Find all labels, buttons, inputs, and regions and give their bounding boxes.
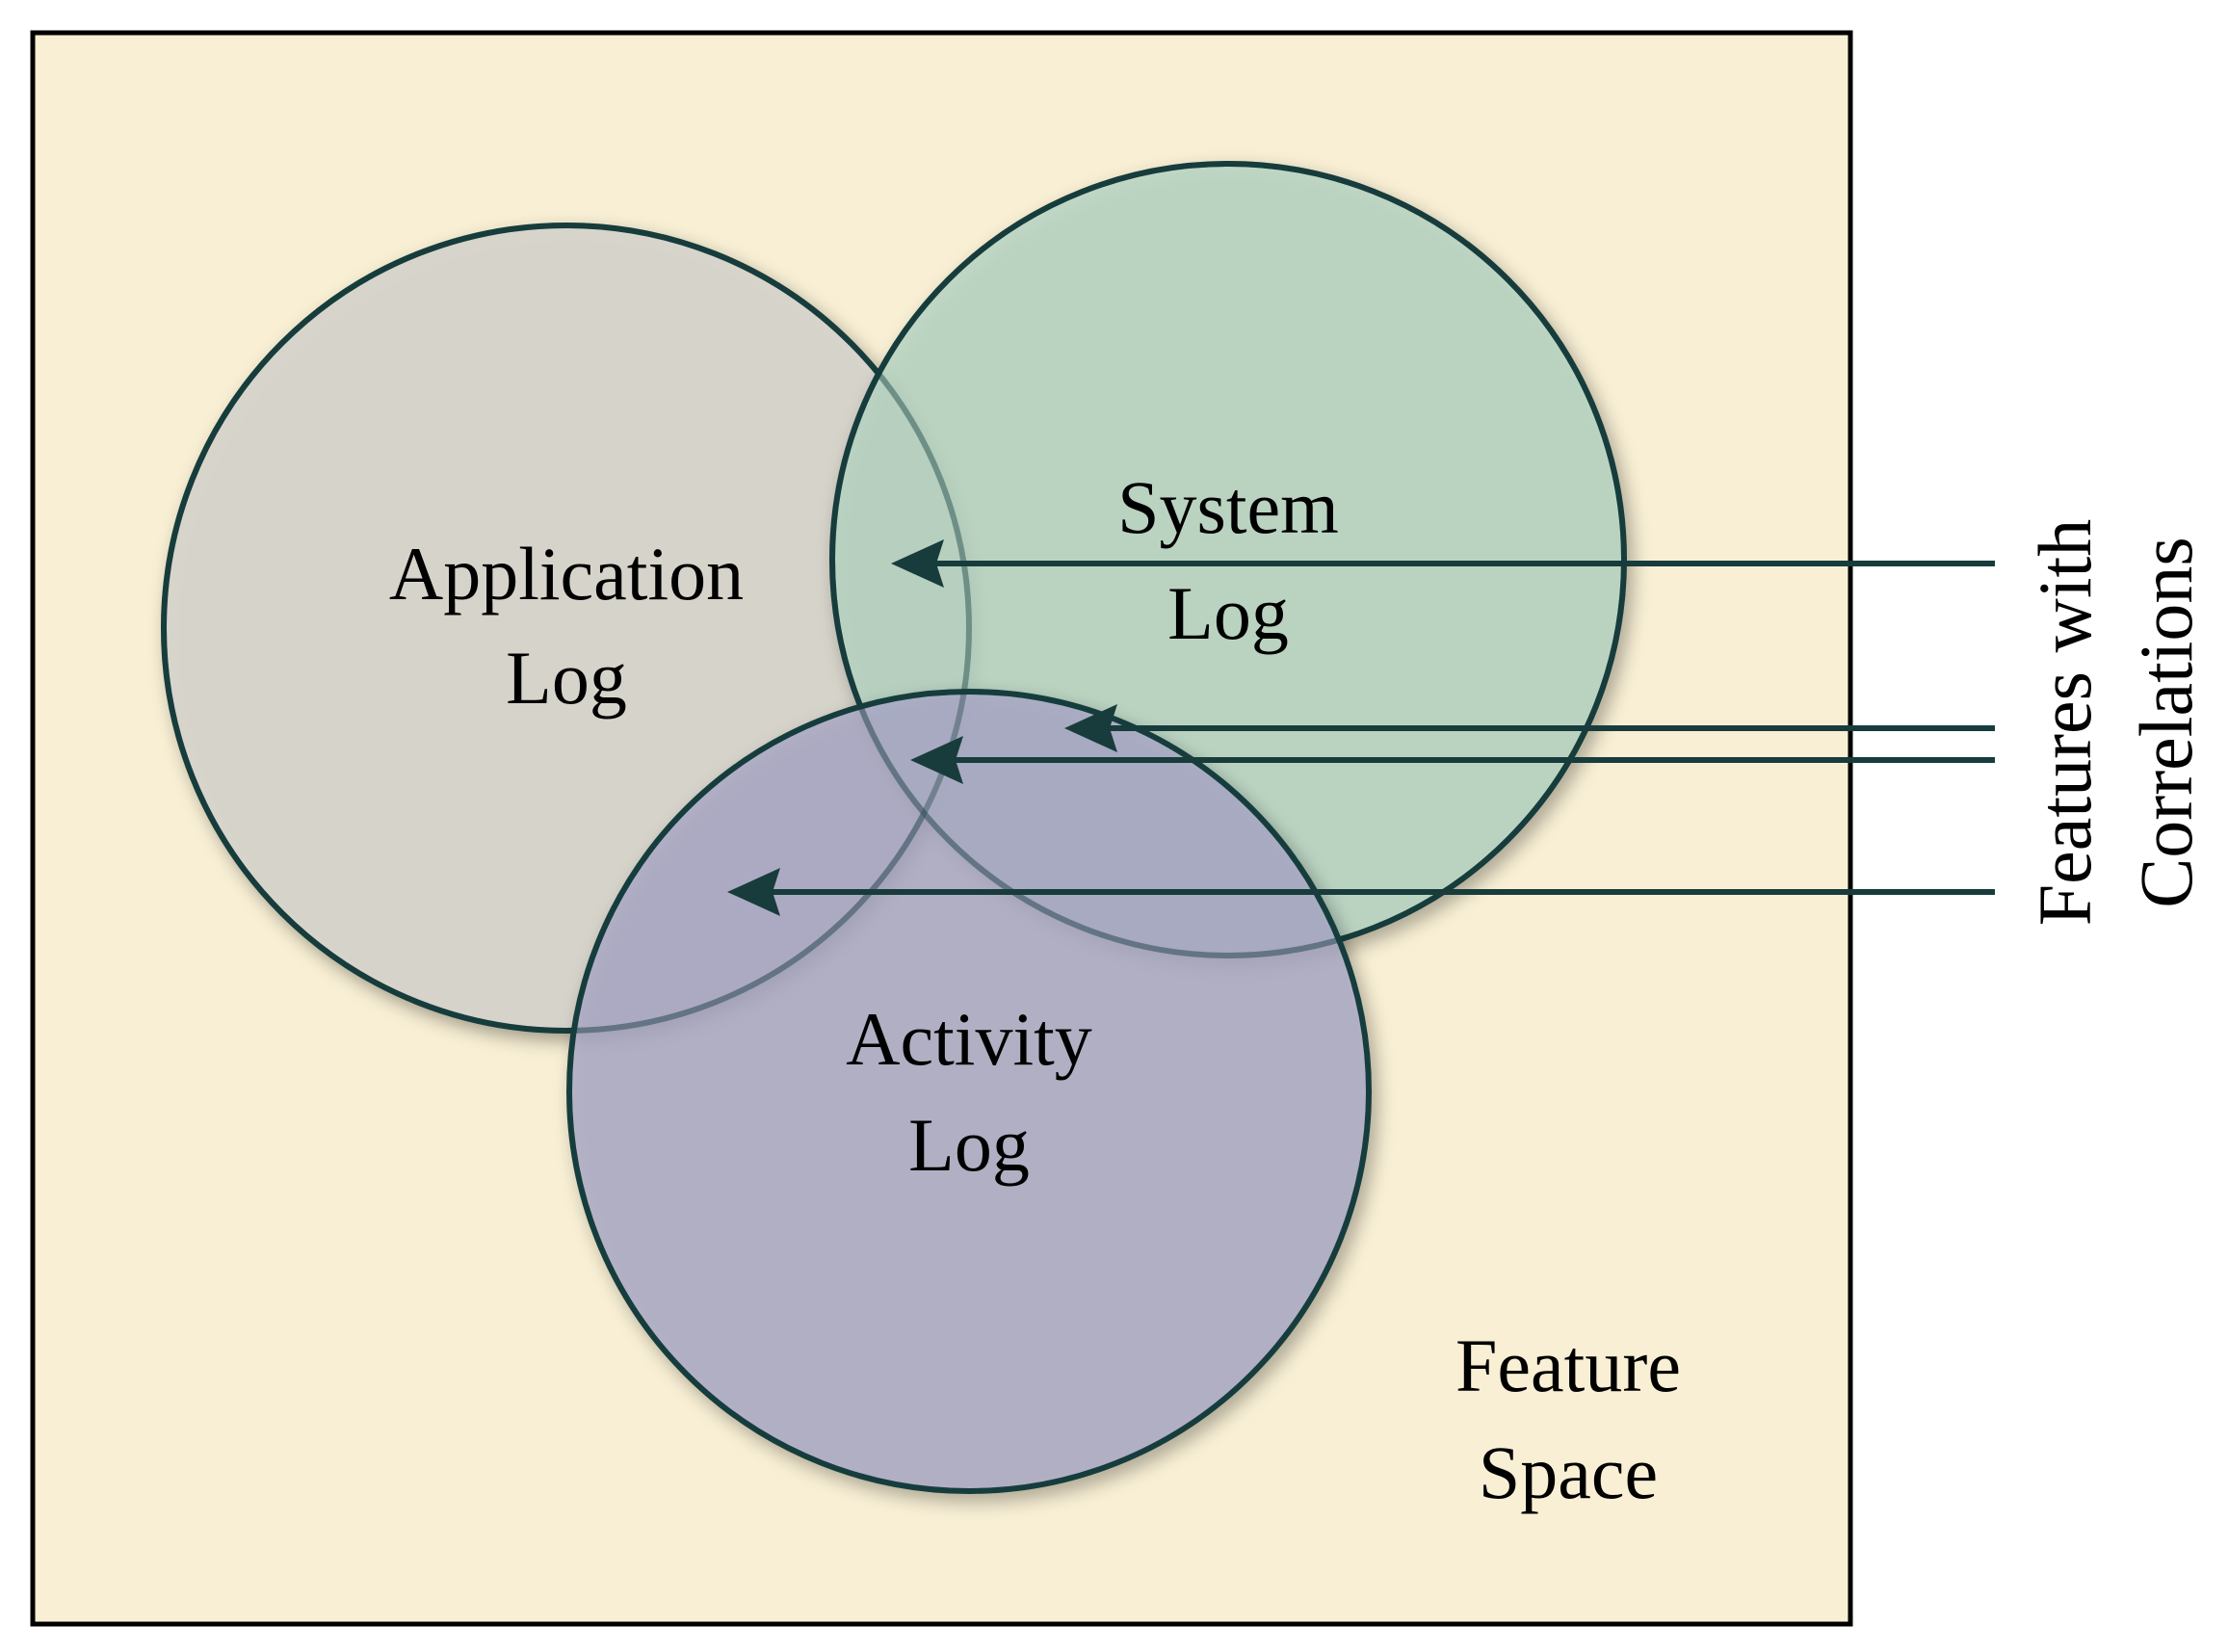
correlations-label-line1: Features with bbox=[2023, 519, 2107, 926]
arrowhead-application-system bbox=[891, 539, 944, 588]
application-log-outline bbox=[161, 223, 972, 1034]
activity-log-circle bbox=[566, 689, 1372, 1494]
arrowhead-system-activity bbox=[1064, 704, 1117, 752]
arrowhead-application-activity bbox=[727, 868, 780, 916]
feature-space-label: Feature Space bbox=[1455, 1324, 1681, 1514]
feature-space-label-line1: Feature bbox=[1455, 1324, 1681, 1407]
activity-log-label-line1: Activity bbox=[846, 997, 1092, 1081]
feature-space-label-line2: Space bbox=[1479, 1430, 1658, 1514]
system-log-label-line2: Log bbox=[1167, 571, 1289, 655]
activity-log-label-line2: Log bbox=[908, 1103, 1030, 1187]
application-log-label-line2: Log bbox=[506, 636, 627, 720]
application-log-label-line1: Application bbox=[389, 532, 744, 616]
arrowhead-all-three bbox=[910, 736, 963, 784]
system-log-label-line1: System bbox=[1117, 465, 1339, 549]
features-with-correlations-label: Features with Correlations bbox=[2023, 519, 2208, 926]
circle-labels: Application Log System Log Activity Log bbox=[389, 465, 1339, 1187]
system-log-outline bbox=[829, 161, 1627, 958]
correlation-arrows bbox=[727, 539, 1995, 916]
correlations-label-line2: Correlations bbox=[2124, 537, 2208, 908]
